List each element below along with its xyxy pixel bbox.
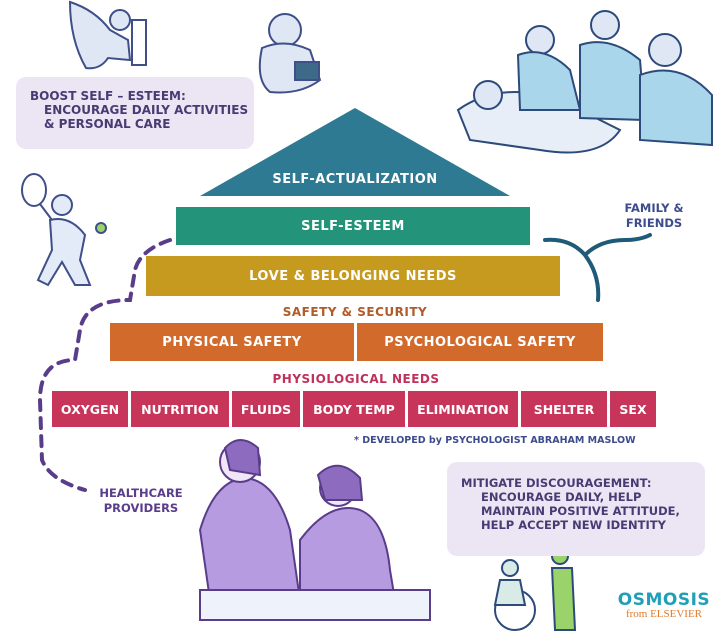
person-washing-icon <box>68 0 147 70</box>
psychological-safety-layer: PSYCHOLOGICAL SAFETY <box>357 323 603 361</box>
osmosis-logo: OSMOSIS from ELSEVIER <box>612 590 716 620</box>
need-oxygen: OXYGEN <box>52 391 128 427</box>
family-friends-label: FAMILY & FRIENDS <box>604 201 704 231</box>
family-label-line-2: FRIENDS <box>625 216 683 230</box>
healthcare-label-line-2: PROVIDERS <box>103 501 179 515</box>
boost-note-line-2: & PERSONAL CARE <box>44 117 171 131</box>
healthcare-providers-label: HEALTHCARE PROVIDERS <box>86 486 196 516</box>
self-actualization-label: SELF-ACTUALIZATION <box>272 171 438 187</box>
mitigate-note-line-2: MAINTAIN POSITIVE ATTITUDE, <box>481 504 680 518</box>
physiological-needs-title: PHYSIOLOGICAL NEEDS <box>272 372 440 386</box>
mitigate-discouragement-note: MITIGATE DISCOURAGEMENT: ENCOURAGE DAILY… <box>447 462 705 556</box>
need-body-temp: BODY TEMP <box>303 391 405 427</box>
need-fluids: FLUIDS <box>232 391 300 427</box>
family-visiting-icon <box>456 10 713 154</box>
self-esteem-layer: SELF-ESTEEM <box>176 207 530 245</box>
love-belonging-layer: LOVE & BELONGING NEEDS <box>146 256 560 296</box>
child-reading-icon <box>258 13 322 94</box>
healthcare-label-line-1: HEALTHCARE <box>99 486 183 500</box>
mitigate-note-line-1: ENCOURAGE DAILY, HELP <box>481 490 642 504</box>
need-sex: SEX <box>610 391 656 427</box>
family-label-line-1: FAMILY & <box>624 201 684 215</box>
nurse-patient-icon <box>198 439 431 621</box>
boost-note-title: BOOST SELF – ESTEEM: <box>30 89 186 103</box>
healthcare-bracket <box>37 238 172 492</box>
mitigate-note-title: MITIGATE DISCOURAGEMENT: <box>461 476 652 490</box>
maslow-footnote: * DEVELOPED by PSYCHOLOGIST ABRAHAM MASL… <box>354 435 636 446</box>
need-shelter: SHELTER <box>521 391 607 427</box>
mitigate-note-line-3: HELP ACCEPT NEW IDENTITY <box>481 518 666 532</box>
safety-security-title: SAFETY & SECURITY <box>282 305 428 319</box>
physical-safety-layer: PHYSICAL SAFETY <box>110 323 354 361</box>
self-actualization-triangle <box>200 108 510 196</box>
tennis-player-icon <box>21 173 107 287</box>
need-nutrition: NUTRITION <box>131 391 229 427</box>
family-bracket <box>543 233 652 302</box>
boost-self-esteem-note: BOOST SELF – ESTEEM: ENCOURAGE DAILY ACT… <box>16 77 254 149</box>
need-elimination: ELIMINATION <box>408 391 518 427</box>
boost-note-line-1: ENCOURAGE DAILY ACTIVITIES <box>44 103 249 117</box>
osmosis-brand-name: OSMOSIS <box>617 590 711 610</box>
elsevier-sub: from ELSEVIER <box>625 608 703 620</box>
